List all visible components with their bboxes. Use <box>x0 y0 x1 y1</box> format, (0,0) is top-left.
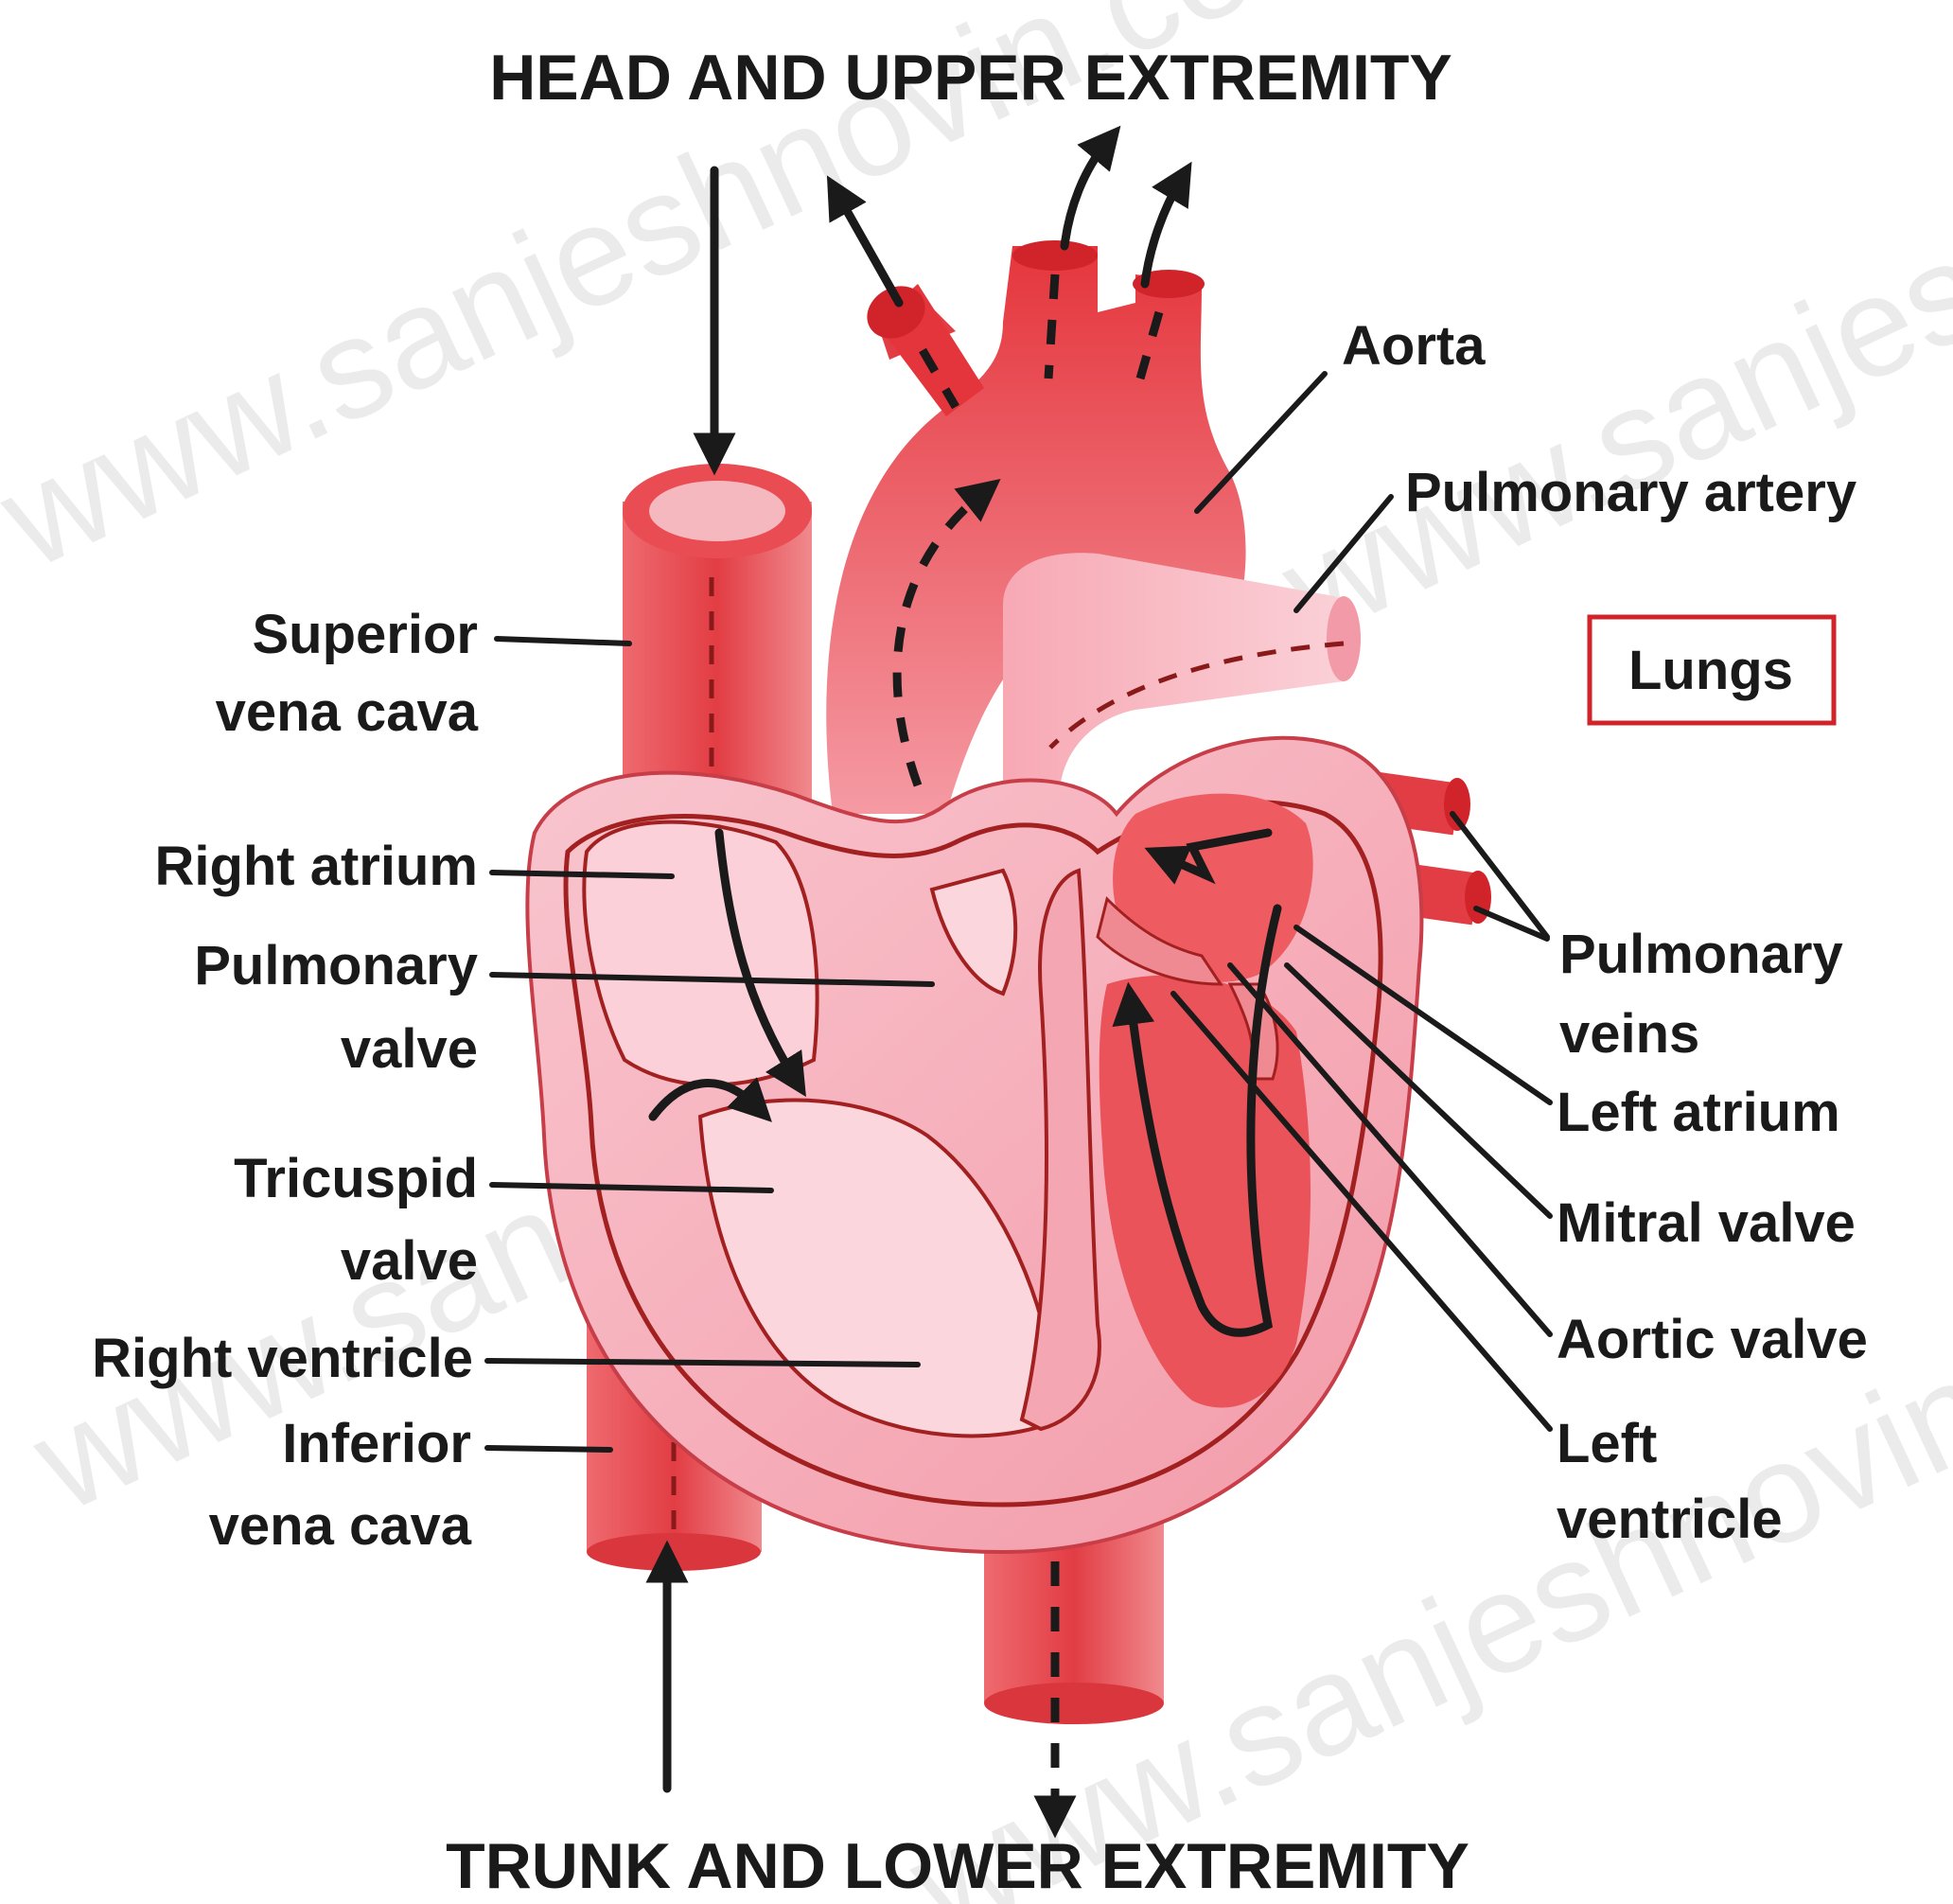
label-tricuspid-valve-1: Tricuspid <box>234 1148 478 1209</box>
leader-superior-vena-cava <box>497 639 629 643</box>
label-pulmonary-valve-1: Pulmonary <box>194 935 478 996</box>
label-superior-vena-cava-2: vena cava <box>216 681 479 743</box>
label-aortic-valve: Aortic valve <box>1557 1309 1868 1370</box>
label-right-ventricle: Right ventricle <box>92 1328 473 1389</box>
label-inferior-vena-cava-2: vena cava <box>209 1495 472 1557</box>
branch-arrow-middle <box>1064 142 1107 246</box>
label-inferior-vena-cava-1: Inferior <box>282 1413 471 1474</box>
label-mitral-valve: Mitral valve <box>1557 1192 1856 1254</box>
leader-right-atrium <box>492 873 672 876</box>
label-pulmonary-veins-2: veins <box>1559 1003 1699 1065</box>
title-bottom: TRUNK AND LOWER EXTREMITY <box>446 1830 1469 1902</box>
leader-right-ventricle <box>487 1361 918 1365</box>
title-top: HEAD AND UPPER EXTREMITY <box>489 42 1452 114</box>
leader-aorta <box>1197 374 1325 511</box>
label-left-ventricle-2: ventricle <box>1557 1489 1783 1550</box>
lungs-box: Lungs <box>1590 617 1834 723</box>
label-right-atrium: Right atrium <box>154 836 478 897</box>
label-left-ventricle-1: Left <box>1557 1413 1657 1474</box>
label-superior-vena-cava-1: Superior <box>253 604 479 665</box>
label-pulmonary-veins-1: Pulmonary <box>1559 924 1843 985</box>
label-left-atrium: Left atrium <box>1557 1082 1840 1143</box>
leader-inferior-vena-cava <box>487 1448 610 1450</box>
label-pulmonary-valve-2: valve <box>341 1018 478 1080</box>
label-aorta: Aorta <box>1342 315 1486 377</box>
label-pulmonary-artery: Pulmonary artery <box>1405 462 1856 523</box>
label-tricuspid-valve-2: valve <box>341 1230 478 1292</box>
heart-body <box>527 738 1421 1552</box>
lungs-label: Lungs <box>1628 640 1793 701</box>
branch-arrow-right <box>1145 180 1181 284</box>
